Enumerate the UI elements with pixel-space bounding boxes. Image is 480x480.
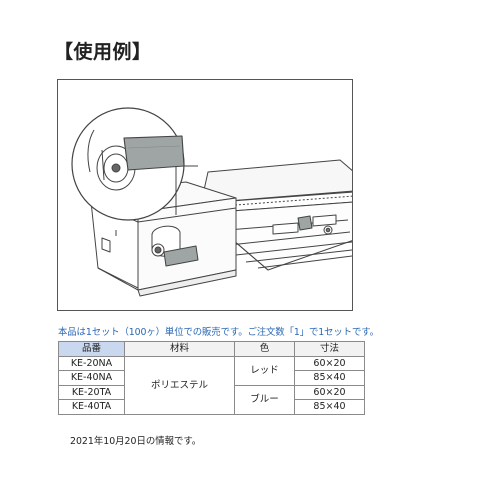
section-heading: 【使用例】 (54, 41, 152, 63)
back-crate-drawing (203, 159, 352, 271)
cell-material: ポリエステル (124, 355, 235, 415)
header-material: 材料 (124, 341, 235, 357)
cell-code: KE-20TA (58, 384, 125, 400)
table-row: KE-20TA ブルー 60×20 (58, 384, 365, 415)
cell-color-red: レッド (234, 355, 295, 386)
spec-table: 品番 材料 色 寸法 KE-20NA ポリエステル レッド 60×20 KE-4… (58, 341, 365, 415)
header-color: 色 (234, 341, 295, 357)
cell-color-blue: ブルー (234, 384, 295, 415)
sales-unit-note: 本品は1セット（100ヶ）単位での販売です。ご注文数「1」で1セットです。 (58, 327, 379, 338)
usage-illustration (57, 79, 353, 311)
cell-size: 60×20 (294, 384, 365, 400)
cell-code: KE-40NA (58, 370, 125, 386)
info-date-note: 2021年10月20日の情報です。 (70, 436, 202, 447)
table-row: KE-40TA 85×40 (58, 399, 365, 415)
table-header-row: 品番 材料 色 寸法 (58, 341, 365, 357)
cell-size: 85×40 (294, 370, 365, 386)
cell-code: KE-40TA (58, 399, 125, 415)
table-row: KE-20NA ポリエステル レッド 60×20 (58, 355, 365, 415)
cell-code: KE-20NA (58, 355, 125, 371)
magnified-detail-drawing (71, 107, 198, 221)
cell-size: 60×20 (294, 355, 365, 371)
cell-size: 85×40 (294, 399, 365, 415)
header-size: 寸法 (294, 341, 365, 357)
header-code: 品番 (58, 341, 125, 357)
